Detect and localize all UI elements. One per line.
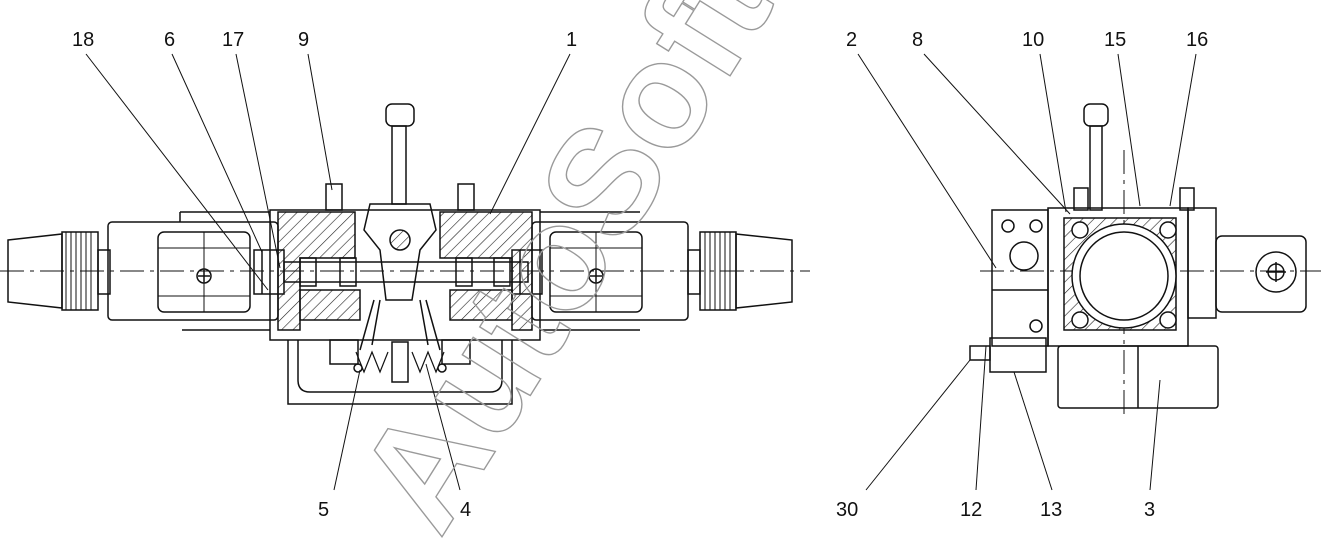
bolt-right-top (457, 183, 475, 211)
valve-body (269, 209, 541, 341)
callout-1: 1 (566, 29, 577, 51)
callout-6: 6 (164, 29, 175, 51)
front-section-view (0, 103, 810, 405)
callout-30: 30 (836, 499, 858, 521)
right-nut-ring (687, 249, 701, 295)
callout-12: 12 (960, 499, 982, 521)
right-coil-screw (588, 268, 604, 284)
callout-8: 8 (912, 29, 923, 51)
lever-fork (359, 299, 441, 351)
side-connector (1215, 235, 1307, 313)
lever-shaft (391, 125, 407, 205)
lower-cover-inner (297, 340, 503, 393)
callout-5: 5 (318, 499, 329, 521)
side-plate-bore (1009, 241, 1039, 271)
callout-10: 10 (1022, 29, 1044, 51)
watermark-text: AutoSoft (325, 0, 803, 544)
body-hatch-lower-left (299, 289, 361, 321)
callout-18: 18 (72, 29, 94, 51)
callout-13: 13 (1040, 499, 1062, 521)
lever-arm (363, 203, 437, 301)
callout-17: 17 (222, 29, 244, 51)
side-lever-shaft (1089, 125, 1103, 211)
lower-cover (287, 340, 513, 405)
left-nut-ring (97, 249, 111, 295)
left-coil-screw (196, 268, 212, 284)
left-knurl-lines (65, 232, 92, 310)
side-right-block (1187, 207, 1217, 319)
body-hatch-lower-right (449, 289, 513, 321)
right-knurl-lines (704, 232, 731, 310)
callout-labels: 18 6 17 9 1 5 4 2 8 10 15 16 30 12 13 3 (72, 29, 1208, 521)
callout-2: 2 (846, 29, 857, 51)
side-small-block (989, 337, 1047, 373)
right-connector-cap (735, 233, 793, 309)
callout-3: 3 (1144, 499, 1155, 521)
side-view (969, 103, 1321, 420)
callout-9: 9 (298, 29, 309, 51)
lever-knob (385, 103, 415, 127)
right-seal (511, 249, 543, 295)
callout-4: 4 (460, 499, 471, 521)
bolt-left-top (325, 183, 343, 211)
side-solenoid-circle (1071, 223, 1177, 329)
leader-lines (85, 53, 1197, 491)
body-hatch-right (439, 211, 533, 331)
callout-15: 15 (1104, 29, 1126, 51)
callout-16: 16 (1186, 29, 1208, 51)
lever-pivot (389, 229, 411, 251)
side-lever-knob (1083, 103, 1109, 127)
